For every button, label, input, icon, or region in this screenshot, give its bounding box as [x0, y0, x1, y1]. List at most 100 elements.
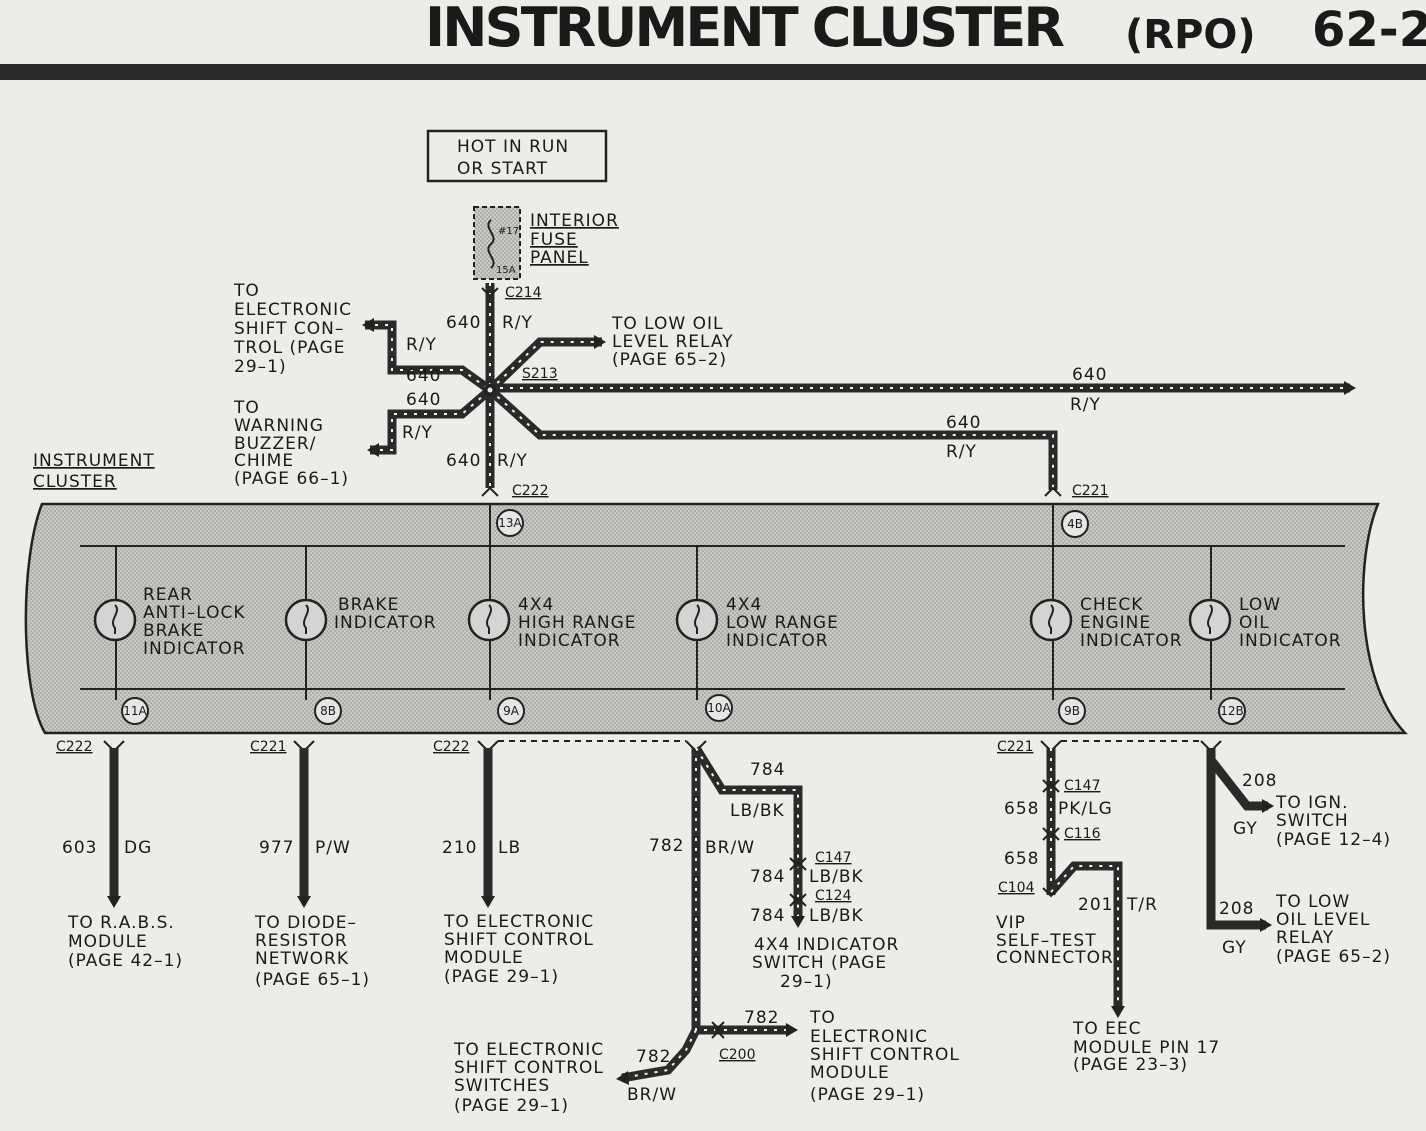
connector-c104: C104	[998, 880, 1035, 896]
svg-text:4X4: 4X4	[518, 595, 554, 615]
svg-text:(PAGE 29–1): (PAGE 29–1)	[454, 1096, 569, 1116]
svg-text:MODULE: MODULE	[444, 948, 524, 968]
page-title: INSTRUMENT CLUSTER	[425, 0, 1065, 59]
svg-text:BUZZER/: BUZZER/	[234, 434, 316, 454]
bottom-wires	[109, 745, 1268, 1083]
pin-4b: 4B	[1061, 510, 1089, 538]
wire-640-top: 640	[446, 313, 481, 333]
wire-tr: T/R	[1126, 895, 1158, 915]
svg-text:LOW: LOW	[1239, 595, 1281, 615]
wire-ry-left1: R/Y	[406, 335, 437, 355]
svg-text:TO ELECTRONIC: TO ELECTRONIC	[443, 912, 594, 932]
svg-text:TO ELECTRONIC: TO ELECTRONIC	[453, 1040, 604, 1060]
wire-782: 782	[649, 836, 684, 856]
svg-text:ANTI–LOCK: ANTI–LOCK	[143, 603, 246, 623]
indicator-brake: BRAKE INDICATOR 8B	[284, 595, 436, 725]
dest-esc-top: TO ELECTRONIC SHIFT CON– TROL (PAGE 29–1…	[233, 281, 352, 377]
svg-text:OIL: OIL	[1239, 613, 1270, 633]
svg-text:INDICATOR: INDICATOR	[1080, 631, 1183, 651]
svg-text:(PAGE 65–2): (PAGE 65–2)	[612, 350, 727, 370]
svg-text:8B: 8B	[320, 704, 336, 718]
svg-text:INDICATOR: INDICATOR	[143, 639, 246, 659]
svg-text:WARNING: WARNING	[234, 416, 324, 436]
dest-vip-self-test-connector: VIP SELF–TEST CONNECTOR	[996, 913, 1113, 968]
power-line2: OR START	[457, 159, 548, 179]
top-wires	[365, 283, 1350, 490]
indicator-rear-anti-lock-brake: REAR ANTI–LOCK BRAKE INDICATOR 11A	[93, 585, 246, 725]
inline-connector-marks	[711, 779, 1060, 1039]
svg-text:RELAY: RELAY	[1276, 928, 1334, 948]
svg-text:TO: TO	[233, 281, 260, 301]
svg-text:(PAGE 66–1): (PAGE 66–1)	[234, 469, 349, 489]
svg-text:12B: 12B	[1220, 704, 1244, 718]
connector-c116: C116	[1064, 826, 1101, 842]
svg-text:OIL LEVEL: OIL LEVEL	[1276, 910, 1370, 930]
svg-text:MODULE: MODULE	[68, 932, 148, 952]
dest-rabs-module: TO R.A.B.S. MODULE (PAGE 42–1)	[67, 913, 182, 971]
svg-text:NETWORK: NETWORK	[255, 949, 349, 969]
fuse-amperage: 15A	[496, 265, 516, 276]
wire-208-a: 208	[1242, 771, 1277, 791]
connector-c222-top-mark	[481, 486, 499, 497]
indicator-4x4-high-range: 4X4 HIGH RANGE INDICATOR 9A	[467, 595, 637, 725]
wire-208-b: 208	[1219, 899, 1254, 919]
wire-ry-down: R/Y	[497, 451, 528, 471]
dest-low-oil-level-relay: TO LOW OIL LEVEL RELAY (PAGE 65–2)	[1275, 892, 1390, 967]
svg-text:INDICATOR: INDICATOR	[726, 631, 829, 651]
wire-ry-right: R/Y	[1070, 395, 1101, 415]
power-source-box	[426, 129, 608, 183]
svg-text:4B: 4B	[1067, 517, 1083, 531]
wire-784-a: 784	[750, 760, 785, 780]
wire-pklg: PK/LG	[1058, 799, 1113, 819]
svg-text:TO LOW: TO LOW	[1275, 892, 1350, 912]
svg-text:29–1): 29–1)	[234, 357, 287, 377]
cluster-label-1: INSTRUMENT	[33, 451, 155, 471]
wire-210: 210	[442, 838, 477, 858]
svg-text:TO DIODE–: TO DIODE–	[254, 913, 357, 933]
wire-ry-top: R/Y	[502, 313, 533, 333]
svg-text:SELF–TEST: SELF–TEST	[996, 931, 1097, 951]
wire-640-left2: 640	[406, 390, 441, 410]
connector-c214: C214	[505, 285, 542, 301]
connector-c222-top: C222	[512, 483, 549, 499]
fuse-panel-label-1: INTERIOR	[530, 211, 619, 231]
rpo-label: (RPO)	[1125, 12, 1256, 58]
svg-text:BRAKE: BRAKE	[143, 621, 204, 641]
svg-text:RESISTOR: RESISTOR	[255, 931, 348, 951]
wire-gy-a: GY	[1233, 819, 1258, 839]
svg-text:CHIME: CHIME	[234, 451, 294, 471]
cluster-label-2: CLUSTER	[33, 472, 117, 492]
svg-text:SHIFT CONTROL: SHIFT CONTROL	[454, 1058, 604, 1078]
svg-text:TO: TO	[809, 1008, 836, 1028]
connector-c222-bottom-mid: C222	[433, 739, 470, 755]
wire-brw: BR/W	[705, 838, 755, 858]
svg-text:SHIFT CON–: SHIFT CON–	[234, 319, 344, 339]
svg-text:ELECTRONIC: ELECTRONIC	[234, 300, 352, 320]
wire-lb: LB	[498, 838, 521, 858]
svg-text:INDICATOR: INDICATOR	[1239, 631, 1342, 651]
connector-c221-top: C221	[1072, 483, 1109, 499]
svg-text:SWITCH: SWITCH	[1276, 811, 1349, 831]
svg-text:BRAKE: BRAKE	[338, 595, 399, 615]
dest-electronic-shift-control-module-2: TO ELECTRONIC SHIFT CONTROL MODULE (PAGE…	[809, 1008, 959, 1105]
svg-text:HIGH RANGE: HIGH RANGE	[518, 613, 637, 633]
indicator-4x4-low-range: 4X4 LOW RANGE INDICATOR 10A	[675, 595, 838, 722]
connector-c124: C124	[815, 888, 852, 904]
wire-640-down: 640	[446, 451, 481, 471]
dest-4x4-indicator-switch: 4X4 INDICATOR SWITCH (PAGE 29–1)	[752, 935, 898, 992]
wire-658-b: 658	[1004, 849, 1039, 869]
wire-640-left1: 640	[406, 366, 441, 386]
wire-brw-left: BR/W	[627, 1085, 677, 1105]
dest-low-oil-relay-top: TO LOW OIL LEVEL RELAY (PAGE 65–2)	[611, 314, 733, 370]
svg-text:ENGINE: ENGINE	[1080, 613, 1151, 633]
svg-text:TO LOW OIL: TO LOW OIL	[611, 314, 724, 334]
svg-text:TO IGN.: TO IGN.	[1275, 793, 1348, 813]
fuse-panel-label-3: PANEL	[530, 248, 589, 268]
wire-dg: DG	[124, 838, 152, 858]
arrow-low-oil-top	[594, 335, 606, 349]
fuse-panel-label-2: FUSE	[530, 230, 578, 250]
connector-c200: C200	[719, 1047, 756, 1063]
svg-text:VIP: VIP	[996, 913, 1026, 933]
connector-c221-bottom: C221	[250, 739, 287, 755]
